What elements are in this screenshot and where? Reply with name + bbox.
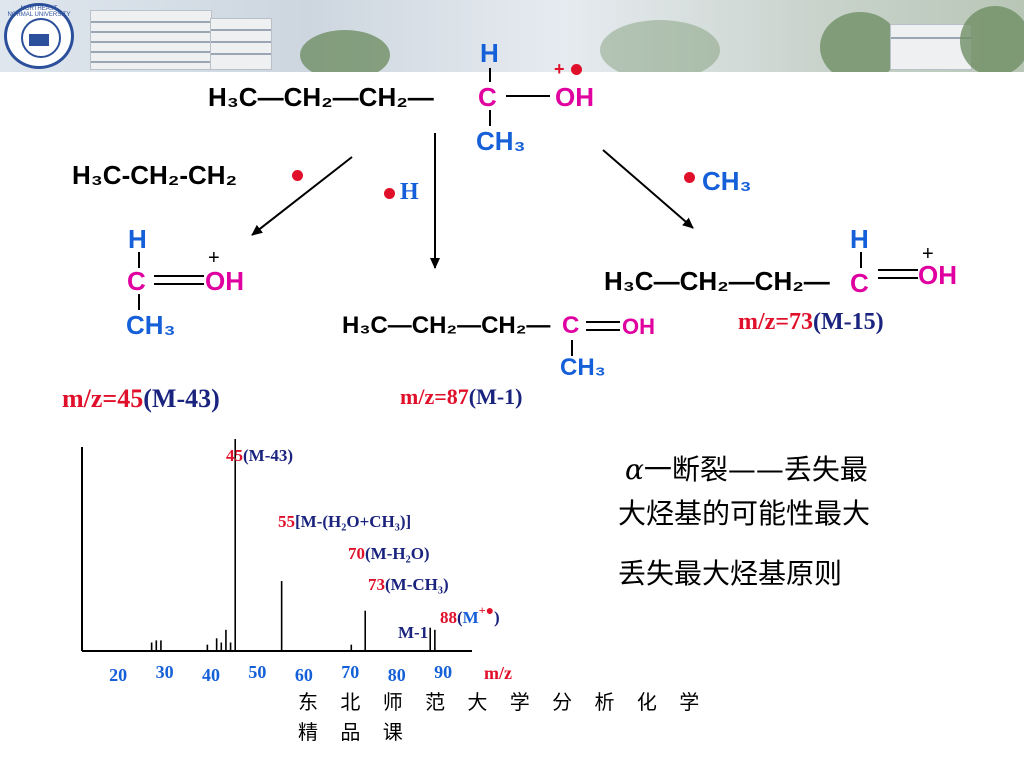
mid-c: C [562, 312, 580, 339]
gate-image [890, 24, 972, 70]
building-image [90, 10, 212, 70]
mid-chain: H₃C—CH₂—CH₂— [342, 312, 551, 339]
right-chain: H₃C—CH₂—CH₂— [604, 266, 830, 296]
x-tick-60: 60 [294, 665, 313, 685]
right-charge: + [922, 243, 934, 265]
mid-oh: OH [622, 314, 655, 339]
header-banner [0, 0, 1024, 72]
mid-ch3: CH₃ [560, 354, 606, 381]
building-image [210, 18, 272, 70]
lost-propyl: H₃C-CH₂-CH₂ [72, 160, 238, 190]
label-m1: M-1 [398, 623, 429, 642]
label-70: 70(M-H₂O) [348, 544, 430, 563]
x-tick-40: 40 [202, 665, 220, 685]
radical-dot [384, 188, 395, 199]
parent-central-c: C [478, 82, 497, 112]
label-88: 88(M+●) [440, 603, 500, 627]
footer-line1: 东 北 师 范 大 学 分 析 化 学 [298, 690, 708, 714]
x-tick-20: 20 [109, 665, 128, 685]
lost-methyl: CH₃ [702, 166, 752, 196]
x-tick-70: 70 [341, 662, 360, 682]
left-charge: + [208, 247, 220, 269]
right-h: H [850, 224, 869, 254]
left-h: H [128, 224, 147, 254]
parent-top-h: H [480, 38, 499, 68]
parent-oh: OH [555, 82, 594, 112]
right-oh: OH [918, 260, 957, 290]
right-mz: m/z=73(M-15) [738, 309, 884, 335]
left-oh: OH [205, 266, 244, 296]
parent-chain: H₃C—CH₂—CH₂— [208, 82, 434, 112]
parent-ch3: CH₃ [476, 126, 526, 156]
label-73: 73(M-CH₃) [368, 575, 449, 594]
x-tick-50: 50 [248, 662, 267, 682]
footer-line2: 精 品 课 [298, 720, 411, 744]
radical-dot [292, 170, 303, 181]
arrow-right [602, 149, 694, 229]
radical-dot [684, 172, 695, 183]
label-55: 55[M-(H₂O+CH₃)] [278, 512, 412, 531]
lost-h: H [400, 179, 419, 205]
left-ch3: CH₃ [126, 310, 176, 340]
radical-dot [571, 64, 582, 75]
note-line1: α一断裂——丢失最 [625, 453, 868, 486]
mid-mz: m/z=87(M-1) [400, 384, 523, 409]
x-tick-80: 80 [387, 665, 406, 685]
right-c: C [850, 268, 869, 298]
note-line3: 丢失最大烃基原则 [618, 557, 843, 590]
arrow-left [251, 156, 353, 236]
left-mz: m/z=45(M-43) [62, 384, 220, 413]
left-c: C [127, 266, 146, 296]
x-tick-90: 90 [434, 662, 453, 682]
university-logo: NORTHEAST NORMAL UNIVERSITY [4, 3, 74, 69]
label-45: 45(M-43) [226, 446, 294, 465]
x-tick-30: 30 [155, 662, 174, 682]
x-axis-label: m/z [484, 663, 512, 683]
note-line2: 大烃基的可能性最大 [618, 497, 871, 530]
parent-charge: + [554, 59, 565, 79]
